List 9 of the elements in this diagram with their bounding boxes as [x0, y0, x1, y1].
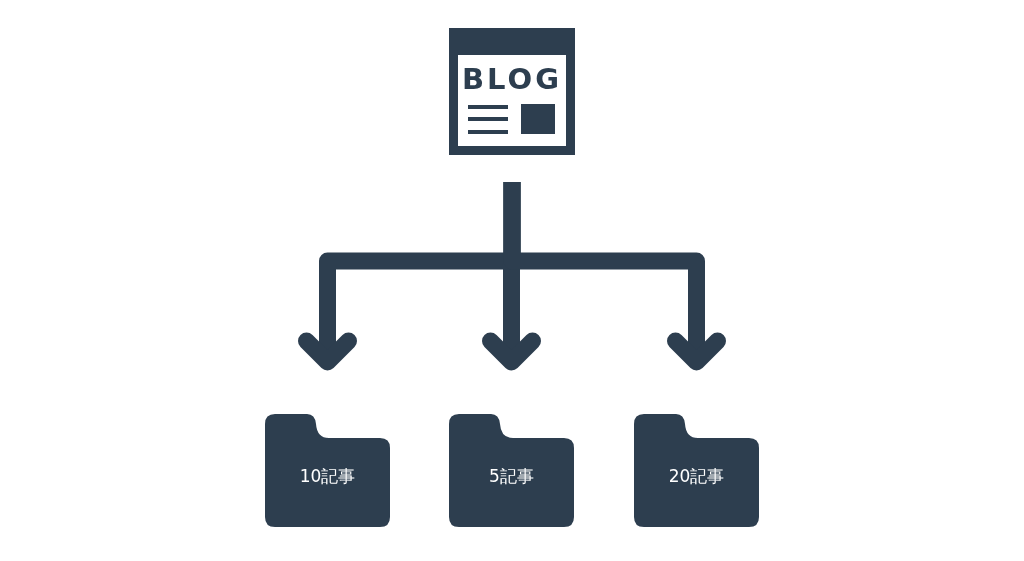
- folder: [634, 414, 759, 527]
- folder-label: 5記事: [488, 465, 535, 488]
- arrow: [503, 182, 726, 371]
- folder-label: 20記事: [667, 465, 726, 488]
- folder-label: 10記事: [298, 465, 357, 488]
- folder: [265, 414, 390, 527]
- folder: [449, 414, 574, 527]
- blog-page: [449, 28, 575, 155]
- heading: BLOG: [461, 62, 563, 96]
